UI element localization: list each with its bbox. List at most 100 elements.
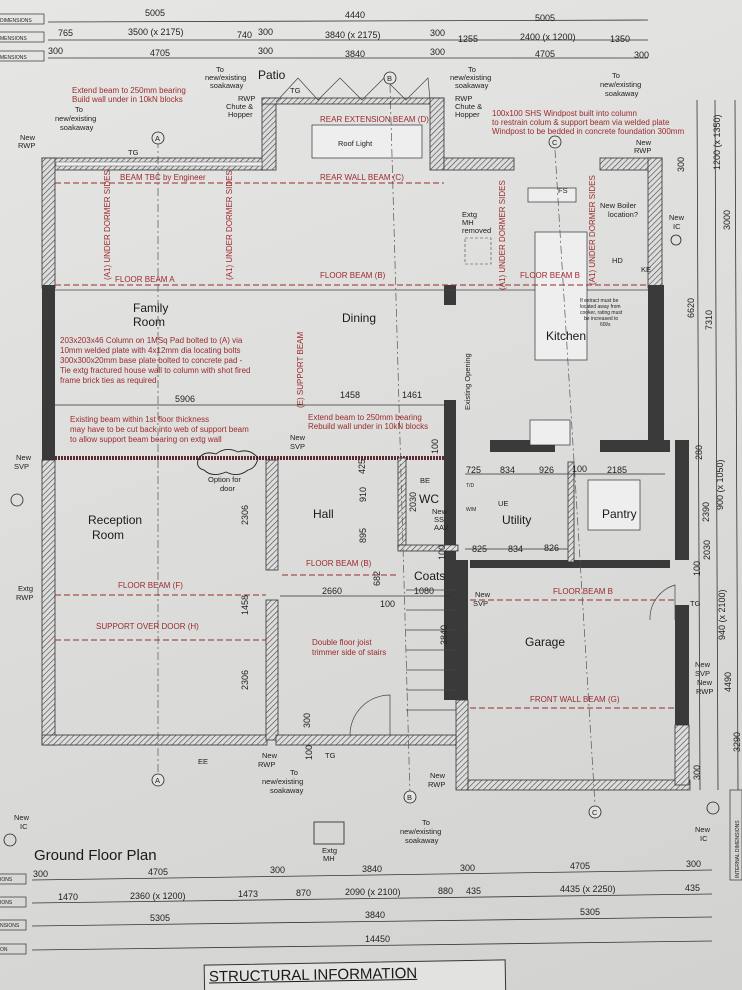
dim: 3840	[439, 625, 449, 645]
soakaway-label: soakaway	[270, 786, 304, 795]
boiler-label: location?	[608, 210, 638, 219]
bottom-dimensions: IONS IONS NSIONS ON 300 4705 300 3840 30…	[0, 859, 713, 955]
dim: 4705	[535, 49, 555, 59]
new-rwp-label: New	[430, 771, 446, 780]
dim: 2360 (x 1200)	[130, 891, 186, 901]
top-dimensions: DIMENSIONS MENSIONS MENSIONS 5005 4440 5…	[0, 8, 649, 62]
be-label: BE	[420, 476, 430, 485]
note-line: Extend beam to 250mm bearing	[72, 86, 186, 95]
dim: 870	[296, 888, 311, 898]
dim: 1458	[240, 595, 250, 615]
beam-label: FLOOR BEAM (F)	[118, 581, 183, 590]
soakaway-label: soakaway	[455, 81, 489, 90]
note-line: may have to be cut back into web of supp…	[70, 425, 249, 434]
dim: 4705	[570, 861, 590, 871]
grid-marker-a: A	[155, 776, 160, 785]
dim: 300	[33, 869, 48, 879]
soakaway-label: soakaway	[605, 89, 639, 98]
tg-label: TG	[128, 148, 139, 157]
dim: 3840	[345, 49, 365, 59]
new-svp-label: SVP	[473, 599, 488, 608]
dim: 2030	[408, 492, 418, 512]
dim: 682	[372, 571, 382, 586]
note-line: cooker, rating must	[580, 310, 623, 316]
dim: 3000	[722, 210, 732, 230]
dim: 1461	[402, 390, 422, 400]
grid-marker-b: B	[407, 793, 412, 802]
dim: 2400 (x 1200)	[520, 32, 576, 42]
soakaway-label: new/existing	[262, 777, 303, 786]
dim: 5305	[580, 907, 600, 917]
dim-tag: IONS	[0, 900, 13, 906]
dim: 300	[302, 713, 312, 728]
extg-rwp-label: Extg	[18, 584, 33, 593]
dim: 300	[686, 859, 701, 869]
note-line: frame brick ties as required	[60, 376, 156, 385]
ee-label: EE	[198, 757, 208, 766]
dim: 1080	[414, 586, 434, 596]
note-line: trimmer side of stairs	[312, 648, 386, 657]
dim: 100	[692, 561, 702, 576]
beam-label: (A1) UNDER DORMER SIDES	[498, 180, 507, 290]
soakaway-label: soakaway	[405, 836, 439, 845]
dim-tag: MENSIONS	[0, 36, 27, 42]
beam-label: (E) SUPPORT BEAM	[296, 332, 305, 409]
rwp-label: Chute &	[455, 102, 482, 111]
dim: 940 (x 2100)	[717, 589, 727, 640]
dim: 3290	[732, 732, 742, 752]
dim-tag: NSIONS	[0, 923, 20, 929]
new-rwp-label: New	[20, 133, 36, 142]
dim: 900 (x 1050)	[715, 459, 725, 510]
plan-title: Ground Floor Plan	[34, 847, 157, 864]
dim: 100	[304, 745, 314, 760]
dim: 6620	[686, 298, 696, 318]
new-svp-label: SVP	[14, 462, 29, 471]
new-rwp-label: New	[262, 751, 278, 760]
walls	[41, 77, 691, 791]
structural-information-box: STRUCTURAL INFORMATION	[203, 959, 507, 990]
dim: 435	[466, 886, 481, 896]
new-rwp-label: RWP	[258, 760, 275, 769]
rwp-label: RWP	[455, 94, 472, 103]
dim: 300	[270, 865, 285, 875]
dim: 1200 (x 1350)	[712, 114, 722, 170]
dim: 300	[634, 50, 649, 60]
dim: 4440	[345, 10, 365, 20]
structural-information-heading: STRUCTURAL INFORMATION	[208, 964, 418, 986]
dim: 895	[358, 528, 368, 543]
grid-marker-c: C	[552, 138, 558, 147]
ke-label: KE	[641, 265, 651, 274]
side-dimensions: 300 1200 (x 1350) 3000 7310 6620 280 900…	[676, 99, 742, 881]
dim: 4435 (x 2250)	[560, 884, 616, 894]
option-door-label: Option for	[208, 475, 241, 484]
dim: 300	[430, 28, 445, 38]
dim: 4705	[150, 48, 170, 58]
boiler-label: New Boiler	[600, 201, 637, 210]
dim: 765	[58, 28, 73, 38]
grid-marker-a: A	[155, 134, 160, 143]
wc-fitting-label: SS	[434, 515, 444, 524]
dim: 300	[692, 765, 702, 780]
dim: 100	[437, 545, 447, 560]
room-family: Room	[133, 315, 165, 329]
beam-label: FLOOR BEAM A	[115, 275, 175, 284]
room-coats: Coats	[414, 569, 445, 583]
dim: 300	[676, 157, 686, 172]
new-svp-rwp-label: New	[695, 660, 711, 669]
rwp-label: RWP	[238, 94, 255, 103]
dim: 14450	[365, 934, 390, 944]
new-ic-label: IC	[20, 822, 28, 831]
dim: 100	[380, 599, 395, 609]
extg-mh-label: removed	[462, 226, 491, 235]
dim-tag: MENSIONS	[0, 55, 27, 61]
dim: 2306	[240, 670, 250, 690]
beam-labels: REAR EXTENSION BEAM (D) REAR WALL BEAM (…	[96, 115, 620, 704]
existing-opening-label: Existing Opening	[463, 353, 472, 410]
soakaway-label: new/existing	[400, 827, 441, 836]
note-line: Windpost to be bedded in concrete founda…	[492, 127, 684, 136]
new-svp-rwp-label: New	[697, 678, 713, 687]
dim: 725	[466, 465, 481, 475]
dim: 3840	[365, 910, 385, 920]
soakaway-label: To	[468, 65, 476, 74]
